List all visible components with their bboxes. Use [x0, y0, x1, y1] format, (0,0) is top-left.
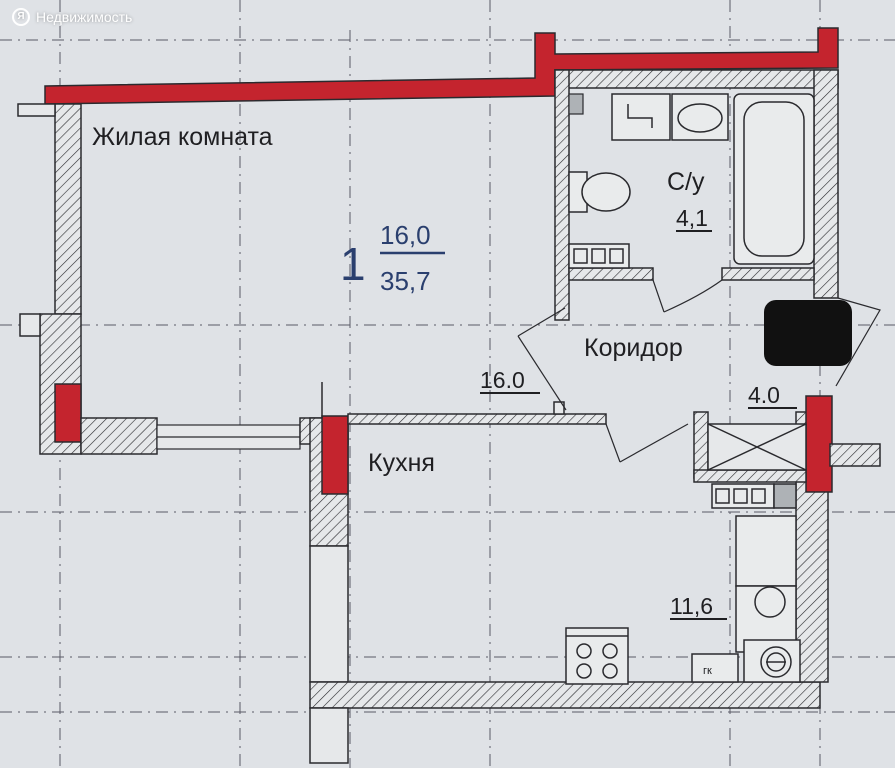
corridor-label: Коридор: [584, 334, 683, 362]
rooms-count: 1: [340, 238, 366, 290]
bathroom-vent-icon: [568, 243, 630, 269]
kitchen-bottom-wall: [309, 681, 821, 764]
watermark: Я Недвижимость: [12, 8, 132, 26]
living-room-left-wall: [17, 103, 158, 455]
sink-icon: [671, 93, 729, 141]
kitchen-sink-icon: [735, 515, 797, 653]
bathroom-area: 4,1: [676, 205, 708, 231]
right-door-swing: [835, 297, 881, 387]
kitchen-door-swing: [605, 423, 689, 463]
entrance-door-swing: [517, 307, 567, 411]
corridor-area: 4.0: [748, 382, 780, 408]
bathroom-walls: [554, 69, 839, 321]
yandex-logo-icon: Я: [12, 8, 30, 26]
kitchen-label: Кухня: [368, 449, 435, 477]
gas-boiler-icon: [691, 639, 801, 683]
washer-icon: [611, 93, 671, 141]
kitchen-left-wall: [299, 382, 349, 683]
living-area-value: 16,0: [380, 220, 431, 250]
bathroom-label: С/у: [667, 168, 705, 196]
stove-icon: [565, 627, 629, 685]
living-room-label: Жилая комната: [92, 123, 273, 151]
bathroom-door-swing: [652, 279, 723, 313]
watermark-text: Недвижимость: [36, 9, 133, 25]
bathroom-shaft-icon: [568, 93, 584, 115]
total-area-value: 35,7: [380, 266, 431, 296]
kitchen-area: 11,6: [670, 593, 713, 619]
window-bottom: [156, 424, 301, 450]
storage-cabinet: [693, 411, 807, 483]
redaction-patch: [764, 300, 852, 366]
bathtub-icon: [733, 93, 815, 265]
gas-box-label: гк: [703, 665, 712, 677]
toilet-icon: [568, 171, 631, 213]
living-area-mark: 16.0: [480, 367, 525, 393]
kitchen-vent-icon: [711, 483, 797, 509]
